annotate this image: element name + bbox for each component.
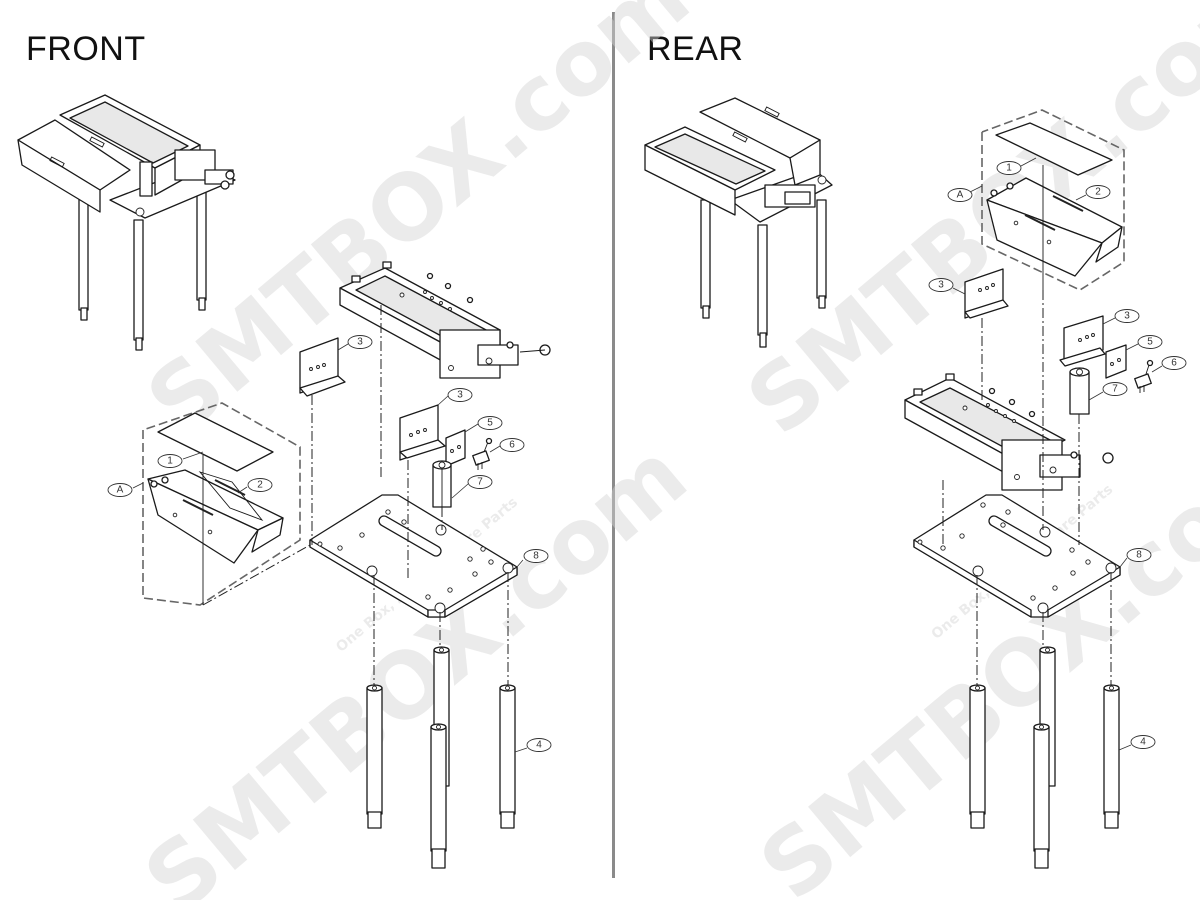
rear-base-plate-8	[913, 494, 1121, 618]
callout-label: 4	[1140, 737, 1146, 748]
callout-label: 3	[457, 390, 463, 401]
front-support-legs-4	[366, 646, 516, 869]
callout-a	[947, 188, 973, 202]
callout-label: 1	[1006, 163, 1012, 174]
callout-4	[526, 738, 552, 752]
cover-plate-1	[157, 412, 274, 472]
leg	[969, 687, 986, 815]
rear-bracket-3a	[964, 268, 1009, 319]
callout-8	[523, 549, 549, 563]
rear-view-title: REAR	[647, 30, 744, 68]
callout-label: 7	[1112, 384, 1118, 395]
callout-label: 2	[1095, 187, 1101, 198]
rear-hex-standoff-7	[1069, 367, 1090, 415]
view-divider	[612, 12, 615, 878]
rear-support-legs-4	[969, 646, 1120, 869]
callout-2	[1085, 185, 1111, 199]
callout-4	[1130, 735, 1156, 749]
leg	[1033, 726, 1050, 852]
callout-1	[157, 454, 183, 468]
assembled-leg-tip	[198, 297, 206, 311]
callout-6	[499, 438, 525, 452]
assembled-leg	[757, 224, 768, 336]
callout-6	[1161, 356, 1187, 370]
cover-plate-1	[995, 122, 1113, 176]
callout-3	[1114, 309, 1140, 323]
callout-label: 4	[536, 740, 542, 751]
callout-label: A	[957, 190, 964, 201]
rear-assembly-centerlines	[942, 290, 1112, 685]
assembled-leg	[700, 199, 711, 309]
front-bracket-3a	[299, 337, 346, 397]
front-exploded-body	[339, 261, 551, 379]
rear-assembled-unit	[644, 97, 833, 348]
rear-spacer-plate-5	[1105, 344, 1127, 379]
front-view-title: FRONT	[26, 30, 146, 68]
front-micro-switch-6	[472, 437, 493, 470]
assembled-leg	[816, 199, 827, 299]
callout-label: A	[117, 485, 124, 496]
front-base-plate-8	[309, 494, 518, 618]
callout-2	[247, 478, 273, 492]
callout-a	[107, 483, 133, 497]
front-callouts: A 1 2 3 3 5 6 7 8 4	[107, 335, 552, 753]
callout-label: 6	[1171, 358, 1177, 369]
assembled-leg-tip	[135, 337, 143, 351]
callout-label: 8	[533, 551, 539, 562]
callout-1	[996, 161, 1022, 175]
callout-3	[447, 388, 473, 402]
callout-label: 7	[477, 477, 483, 488]
callout-label: 3	[938, 280, 944, 291]
front-hex-standoff-7	[432, 460, 452, 508]
callout-label: 1	[167, 456, 173, 467]
front-assembly-centerlines	[202, 305, 509, 685]
rear-callouts: A 1 2 3 3 5 6 7 8 4	[928, 157, 1187, 751]
callout-label: 8	[1136, 550, 1142, 561]
front-bracket-3b	[399, 404, 446, 461]
front-assembled-unit	[17, 94, 236, 351]
front-spacer-plate-5	[445, 429, 466, 467]
callout-label: 5	[1147, 337, 1153, 348]
rear-exploded-body	[904, 373, 1114, 491]
callout-3	[928, 278, 954, 292]
rear-micro-switch-6	[1134, 359, 1154, 393]
callout-7	[1102, 382, 1128, 396]
callout-5	[477, 416, 503, 430]
subassembly-a-outline	[142, 402, 301, 606]
front-subassembly-a	[142, 402, 301, 606]
callout-7	[467, 475, 493, 489]
callout-label: 5	[487, 418, 493, 429]
callout-label: 6	[509, 440, 515, 451]
callout-5	[1137, 335, 1163, 349]
callout-3	[347, 335, 373, 349]
subassembly-a-outline	[981, 109, 1125, 291]
callout-label: 3	[357, 337, 363, 348]
rear-subassembly-a	[981, 109, 1125, 291]
callout-label: 2	[257, 480, 263, 491]
leg	[1103, 687, 1120, 815]
assembled-leg-tip	[80, 307, 88, 321]
rear-bracket-3b	[1059, 315, 1106, 367]
callout-label: 3	[1124, 311, 1130, 322]
callout-8	[1126, 548, 1152, 562]
